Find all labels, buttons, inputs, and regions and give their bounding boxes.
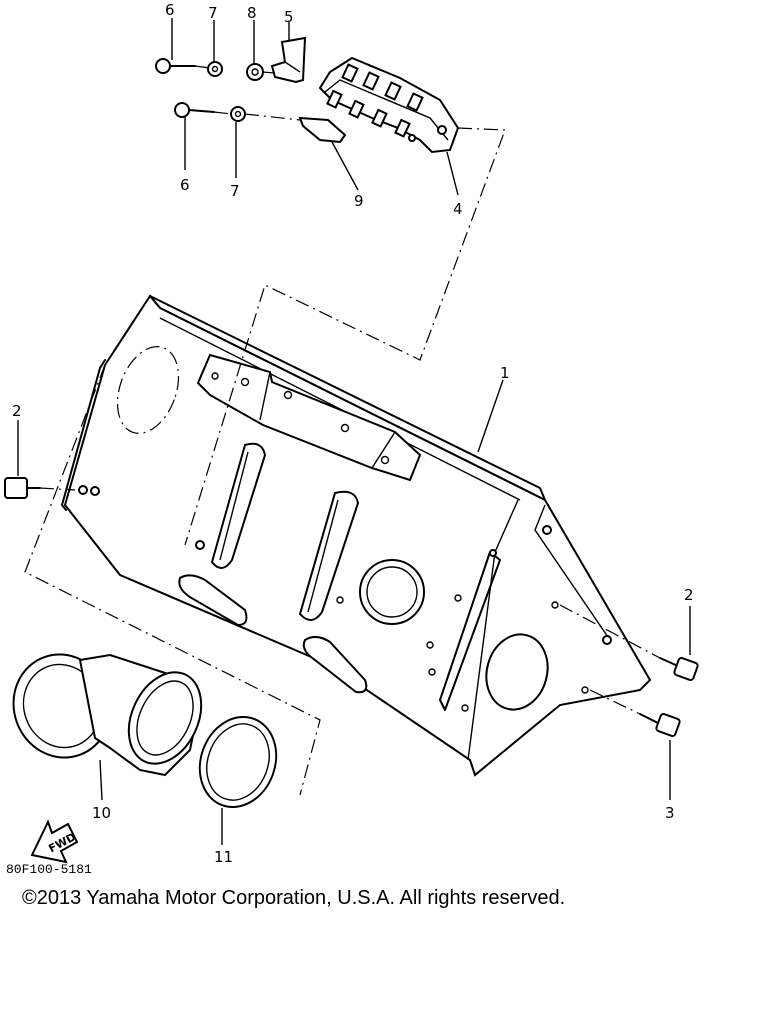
grille-guard [318,56,460,154]
fwd-arrow: FWD [30,819,79,864]
diagram-code: 80F100-5181 [6,862,92,877]
washer-7-lower [230,106,246,122]
callout-6-lower: 6 [180,176,190,194]
main-panel [61,294,652,777]
screw-6-upper [155,58,196,74]
copyright-notice: ©2013 Yamaha Motor Corporation, U.S.A. A… [22,887,566,909]
callout-5: 5 [284,8,294,26]
callout-3: 3 [665,804,675,822]
bracket-5 [270,36,307,84]
callout-6-upper: 6 [165,1,175,19]
screw-6-lower [174,102,215,118]
leader-lines [17,18,691,845]
nut-8 [246,63,264,81]
bolt-3 [639,712,681,738]
callout-9: 9 [354,192,364,210]
callout-7-upper: 7 [208,4,218,22]
callout-7-lower: 7 [230,182,240,200]
washer-7-upper [207,61,223,77]
intake-duct-10 [12,653,203,777]
callout-4: 4 [453,200,463,218]
bolt-2-left [4,477,41,499]
callout-8: 8 [247,4,257,22]
clip-9 [298,116,347,144]
ring-11 [198,715,278,809]
callout-10: 10 [92,804,111,822]
callout-1: 1 [500,364,510,382]
callout-2-left: 2 [12,402,22,420]
callout-11: 11 [214,848,233,866]
callout-2-right: 2 [684,586,694,604]
bolt-2-right [659,656,699,682]
